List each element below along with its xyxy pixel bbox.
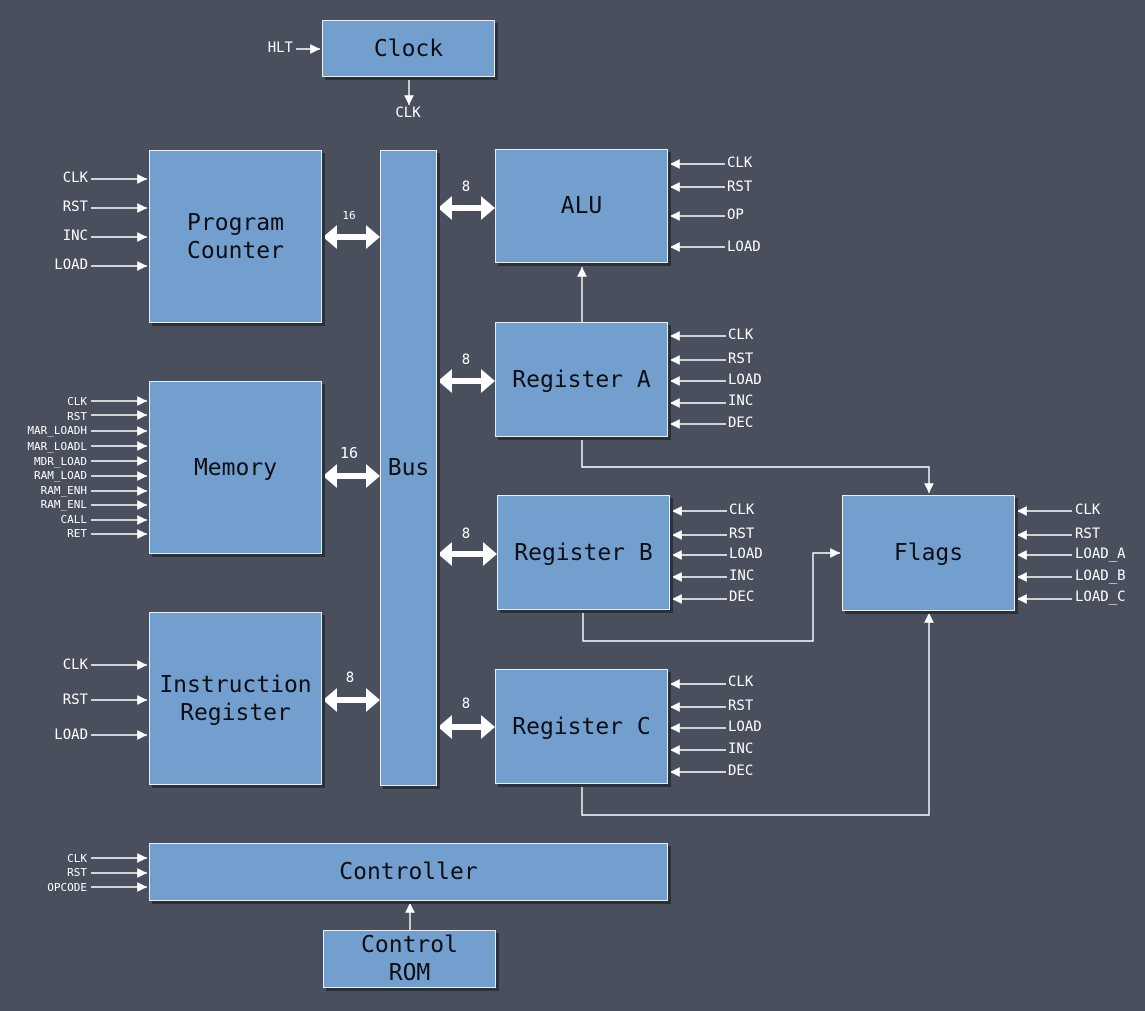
memory-signal-call: CALL — [60, 513, 88, 526]
reg-b-bus-width-label: 8 — [461, 526, 471, 542]
flags-signal-load-a: LOAD_A — [1075, 546, 1126, 562]
memory-signal-mar-loadh: MAR_LOADH — [27, 424, 87, 437]
alu-signal-rst: RST — [727, 179, 753, 195]
ir-signal-rst: RST — [62, 692, 88, 708]
ir-bus-width-label: 8 — [345, 670, 355, 686]
memory-signal-rst: RST — [67, 410, 87, 423]
reg-b-signal-load: LOAD — [729, 546, 763, 562]
ir-signal-clk: CLK — [62, 657, 88, 673]
memory-signal-ram-enh: RAM_ENH — [40, 484, 87, 497]
reg-b-to-flags-wire — [582, 548, 840, 642]
register-b-block: Register B — [497, 495, 670, 610]
reg-c-bus-arrow — [438, 715, 495, 739]
alu-signal-op: OP — [727, 207, 744, 223]
instruction-register-block: Instruction Register — [149, 612, 322, 785]
reg-a-bus-width-label: 8 — [461, 352, 471, 368]
register-c-block: Register C — [495, 669, 668, 784]
reg-a-bus-arrow — [438, 369, 495, 393]
pc-signal-inc: INC — [62, 228, 88, 244]
reg-c-signal-clk: CLK — [728, 674, 754, 690]
alu-signal-load: LOAD — [727, 239, 761, 255]
pc-signal-load: LOAD — [54, 257, 88, 273]
ir-bus-arrow — [323, 688, 380, 712]
controller-signal-opcode: OPCODE — [47, 881, 87, 894]
reg-b-bus-arrow — [438, 542, 497, 566]
flags-signal-clk: CLK — [1075, 502, 1101, 518]
reg-a-signal-dec: DEC — [728, 415, 754, 431]
control-rom-block: Control ROM — [323, 930, 496, 988]
reg-c-signal-inc: INC — [728, 741, 754, 757]
memory-block: Memory — [149, 381, 322, 554]
register-a-block: Register A — [495, 322, 668, 437]
flags-block: Flags — [842, 495, 1015, 611]
alu-bus-arrow — [438, 196, 495, 220]
flags-signal-load-b: LOAD_B — [1075, 568, 1126, 584]
pc-bus-width-label: 16 — [342, 209, 356, 222]
controller-signal-rst: RST — [67, 866, 87, 879]
memory-signal-mar-loadl: MAR_LOADL — [27, 440, 87, 453]
ir-signal-load: LOAD — [54, 727, 88, 743]
reg-c-bus-width-label: 8 — [461, 696, 471, 712]
memory-signal-mdr-load: MDR_LOAD — [34, 455, 87, 468]
reg-c-to-flags-wire — [581, 613, 934, 816]
alu-signal-clk: CLK — [727, 155, 753, 171]
memory-signal-ret: RET — [67, 527, 87, 540]
reg-a-signal-load: LOAD — [728, 372, 762, 388]
alu-block: ALU — [495, 149, 668, 263]
reg-a-signal-rst: RST — [728, 351, 754, 367]
pc-signal-clk: CLK — [62, 170, 88, 186]
clock-hlt-input-label: HLT — [267, 40, 293, 56]
alu-bus-width-label: 8 — [461, 179, 471, 195]
bus-block: Bus — [380, 150, 437, 786]
reg-a-signal-clk: CLK — [728, 327, 754, 343]
controller-signal-clk: CLK — [67, 852, 87, 865]
reg-b-signal-inc: INC — [729, 568, 755, 584]
reg-c-signal-rst: RST — [728, 698, 754, 714]
reg-b-signal-dec: DEC — [729, 589, 755, 605]
reg-b-signal-rst: RST — [729, 526, 755, 542]
reg-c-signal-dec: DEC — [728, 763, 754, 779]
clock-block: Clock — [322, 20, 495, 77]
program-counter-block: Program Counter — [149, 150, 322, 323]
memory-signal-ram-enl: RAM_ENL — [40, 498, 87, 511]
flags-signal-load-c: LOAD_C — [1075, 589, 1126, 605]
pc-signal-rst: RST — [62, 199, 88, 215]
reg-b-signal-clk: CLK — [729, 502, 755, 518]
memory-bus-width-label: 16 — [339, 444, 359, 462]
reg-a-to-flags-wire — [581, 438, 934, 493]
pc-bus-arrow — [323, 225, 380, 249]
clock-clk-output-label: CLK — [395, 105, 421, 121]
controller-block: Controller — [149, 843, 668, 901]
reg-c-signal-load: LOAD — [728, 719, 762, 735]
reg-a-signal-inc: INC — [728, 393, 754, 409]
memory-signal-clk: CLK — [67, 395, 87, 408]
flags-signal-rst: RST — [1075, 526, 1101, 542]
memory-signal-ram-load: RAM_LOAD — [34, 469, 87, 482]
memory-bus-arrow — [323, 464, 380, 488]
